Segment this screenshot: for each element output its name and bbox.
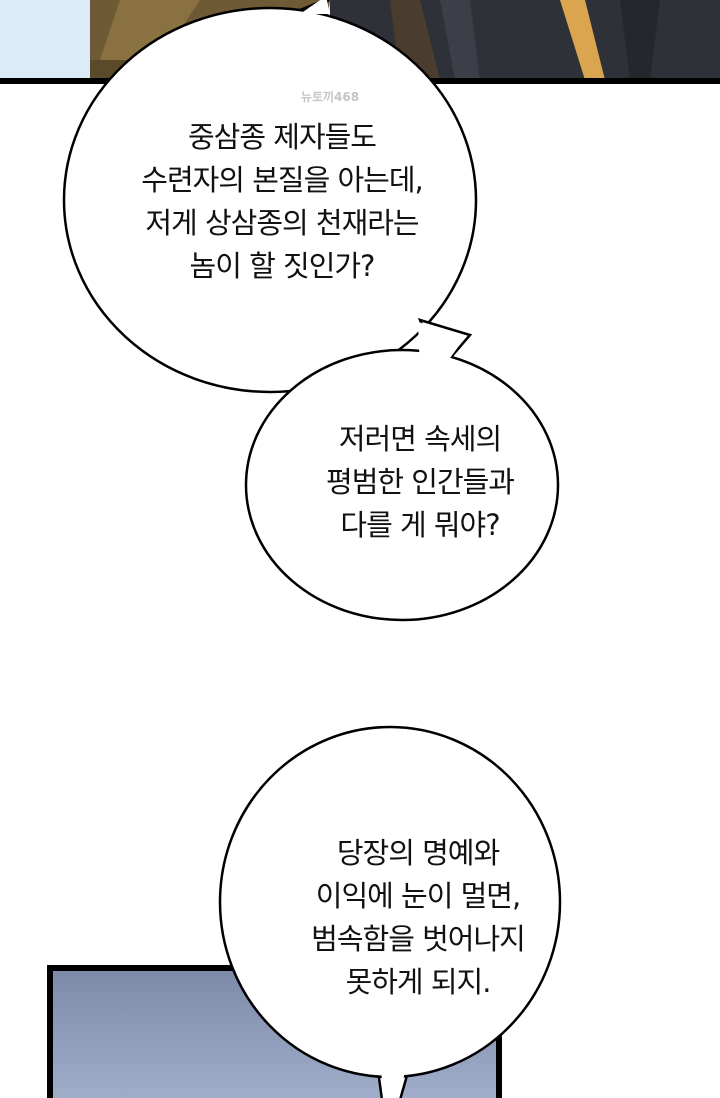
dialogue-line: 놈이 할 짓인가? [189,249,376,283]
dialogue-line: 저러면 속세의 [338,422,502,456]
watermark: 뉴토끼468 [300,90,360,104]
dialogue-line: 이익에 눈이 멀면, [315,879,521,913]
dialogue-line: 수련자의 본질을 아는데, [141,163,423,197]
dialogue-line: 저게 상삼종의 천재라는 [145,206,419,240]
speech-bubble-3 [218,725,562,1098]
dialogue-line: 당장의 명예와 [336,836,500,870]
bubble-2-text: 저러면 속세의 평범한 인간들과 다를 게 뭐야? [326,418,515,547]
dialogue-line: 못하게 되지. [345,965,492,999]
dialogue-line: 평범한 인간들과 [326,465,515,499]
dialogue-line: 범속함을 벗어나지 [311,922,526,956]
dialogue-line: 중삼종 제자들도 [188,120,377,154]
bubble-1-text: 중삼종 제자들도 수련자의 본질을 아는데, 저게 상삼종의 천재라는 놈이 할… [141,116,423,288]
speech-bubble-1 [62,0,478,394]
speech-bubble-2 [244,318,560,622]
dialogue-line: 다를 게 뭐야? [340,508,500,542]
bubble-3-text: 당장의 명예와 이익에 눈이 멀면, 범속함을 벗어나지 못하게 되지. [311,832,526,1004]
